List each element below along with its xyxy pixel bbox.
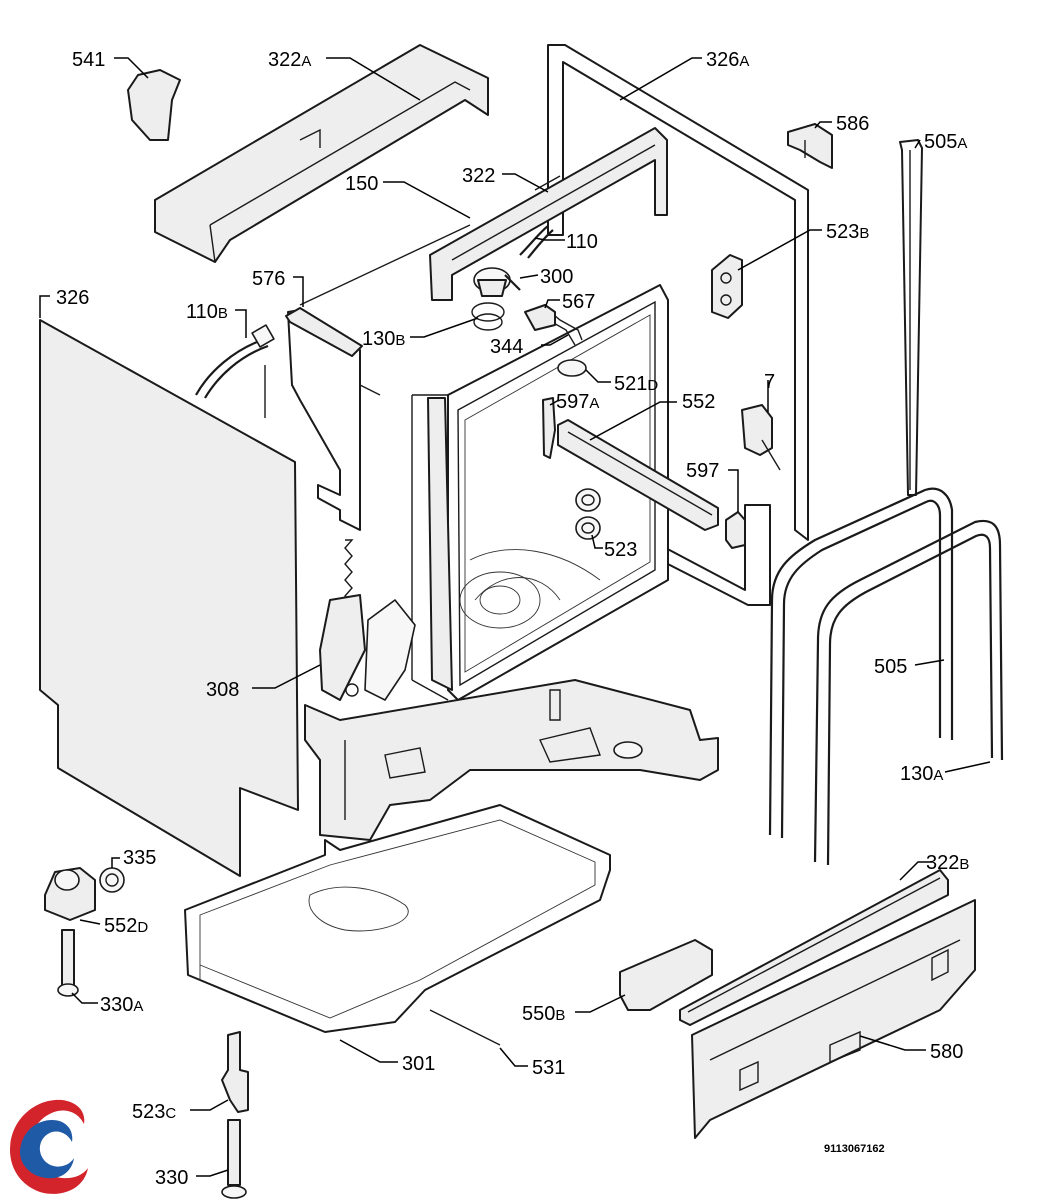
label-567: 567 xyxy=(562,291,595,313)
screw-330a xyxy=(57,929,79,997)
label-586: 586 xyxy=(836,113,869,135)
side-panel-326a xyxy=(547,44,809,606)
brand-logo xyxy=(10,1099,88,1194)
gear-335 xyxy=(99,867,125,893)
hinge-308 xyxy=(319,539,416,701)
label-523b: 523B xyxy=(826,221,869,243)
plugs-523 xyxy=(575,488,601,540)
latch-7 xyxy=(741,404,781,471)
callout-labels: 541 322A 326A 586 505A 150 322 110 523B … xyxy=(56,49,969,1189)
label-521d: 521D xyxy=(614,373,658,395)
valve-300 xyxy=(473,267,521,297)
seal-130b xyxy=(471,302,505,331)
bottom-tray-301 xyxy=(184,804,611,1046)
leader-lines xyxy=(39,57,991,1177)
wire-150 xyxy=(299,224,471,306)
label-505: 505 xyxy=(874,656,907,678)
base-frame xyxy=(304,679,719,841)
seal-130a xyxy=(813,519,1004,866)
leveler-523c xyxy=(221,1031,249,1113)
strip-322b xyxy=(679,869,949,1026)
bracket-586 xyxy=(787,123,833,169)
drawing-number: 9113067162 xyxy=(824,1143,885,1155)
pipe-110 xyxy=(519,225,554,259)
label-552d: 552D xyxy=(104,915,148,937)
clip-541 xyxy=(127,69,181,141)
label-110: 110 xyxy=(566,231,598,253)
label-580: 580 xyxy=(930,1041,963,1063)
top-frame-322a xyxy=(154,44,489,263)
label-344: 344 xyxy=(490,336,523,358)
label-330: 330 xyxy=(155,1167,188,1189)
gasket-523b xyxy=(711,254,743,319)
screw-330 xyxy=(221,1119,247,1199)
label-597a: 597A xyxy=(556,391,599,413)
cable-duct-576 xyxy=(285,307,381,531)
label-326: 326 xyxy=(56,287,89,309)
label-300: 300 xyxy=(540,266,573,288)
front-frame-322 xyxy=(429,127,668,301)
pump-552d xyxy=(44,867,96,921)
label-552: 552 xyxy=(682,391,715,413)
label-541: 541 xyxy=(72,49,105,71)
door-seal-505 xyxy=(768,487,954,839)
clip-597 xyxy=(725,511,746,549)
label-523c: 523C xyxy=(132,1101,176,1123)
rail-552 xyxy=(557,419,719,531)
label-308: 308 xyxy=(206,679,239,701)
label-335: 335 xyxy=(123,847,156,869)
plinth-580 xyxy=(691,899,976,1139)
hook-597a xyxy=(542,397,556,459)
hose-110b xyxy=(195,324,275,418)
cover-521d xyxy=(557,359,587,377)
label-150: 150 xyxy=(345,173,378,195)
label-330a: 330A xyxy=(100,994,143,1016)
label-531: 531 xyxy=(532,1057,565,1079)
tub-inner xyxy=(411,284,669,701)
label-597: 597 xyxy=(686,460,719,482)
strip-505a xyxy=(899,139,923,496)
label-576: 576 xyxy=(252,268,285,290)
label-110b: 110B xyxy=(186,301,228,323)
label-322: 322 xyxy=(462,165,495,187)
label-322a: 322A xyxy=(268,49,311,71)
label-130b: 130B xyxy=(362,328,405,350)
side-panel-326 xyxy=(39,319,299,877)
label-7: 7 xyxy=(764,371,775,393)
bracket-567 xyxy=(524,304,556,331)
label-322b: 322B xyxy=(926,852,969,874)
label-130a: 130A xyxy=(900,763,943,785)
label-301: 301 xyxy=(402,1053,435,1075)
label-505a: 505A xyxy=(924,131,967,153)
label-550b: 550B xyxy=(522,1003,565,1025)
label-326a: 326A xyxy=(706,49,749,71)
label-523: 523 xyxy=(604,539,637,561)
